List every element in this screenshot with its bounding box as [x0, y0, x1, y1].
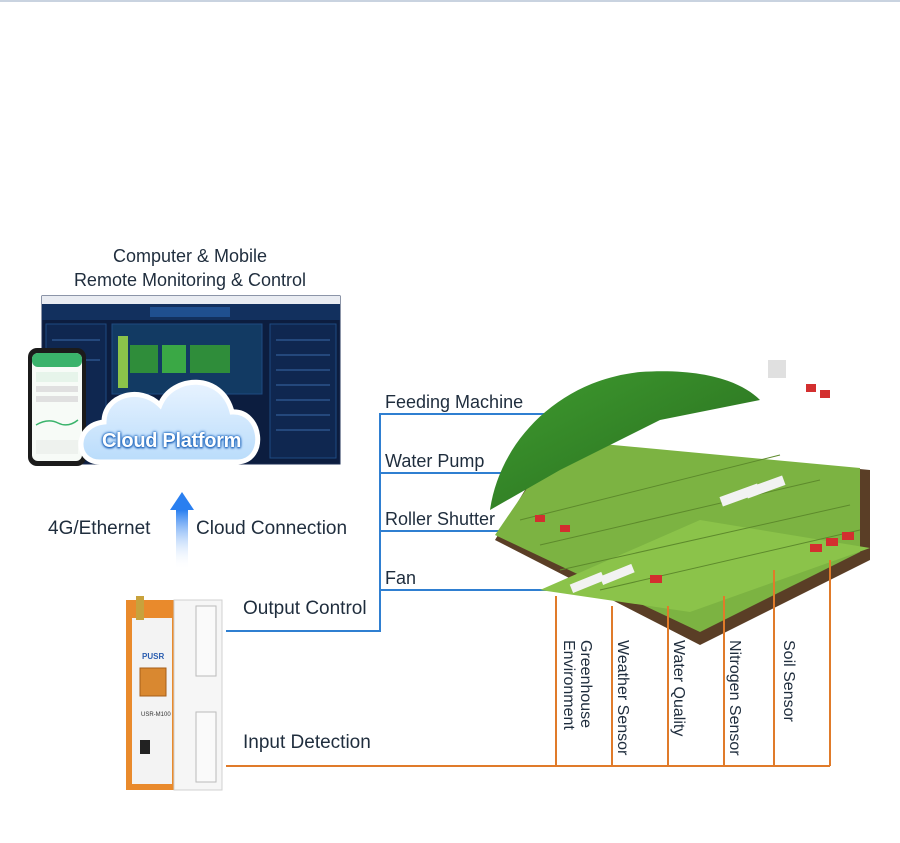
sensor-soil: Soil Sensor [780, 640, 797, 722]
input-detection-label: Input Detection [243, 732, 371, 753]
page-title: Computer & Mobile Remote Monitoring & Co… [40, 244, 340, 292]
device-model: USR-M100 [141, 712, 171, 718]
title-line-2: Remote Monitoring & Control [73, 270, 307, 290]
smartphone [28, 348, 86, 466]
usr-m100-device [126, 596, 223, 791]
top-divider [0, 0, 900, 2]
title-line-1: Computer & Mobile [112, 246, 268, 266]
connection-right-label: Cloud Connection [196, 518, 348, 539]
input-lines [226, 560, 831, 767]
connection-left-label: 4G/Ethernet [48, 518, 151, 539]
upload-arrow-icon [170, 492, 194, 570]
output-target-water-pump: Water Pump [385, 451, 485, 471]
output-target-feeding-machine: Feeding Machine [385, 392, 524, 412]
sensor-water-quality: Water Quality [670, 640, 687, 737]
output-target-fan: Fan [385, 568, 417, 588]
sensor-greenhouse-environment: Greenhouse Environment [560, 640, 594, 730]
device-brand: PUSR [142, 652, 165, 661]
sensor-weather: Weather Sensor [614, 640, 631, 756]
cloud-platform-icon [78, 379, 261, 465]
output-control-label: Output Control [243, 598, 367, 619]
output-target-roller-shutter: Roller Shutter [385, 509, 496, 529]
sensor-nitrogen: Nitrogen Sensor [726, 640, 743, 756]
cloud-platform-label: Cloud Platform [102, 430, 242, 452]
farm-illustration [490, 360, 870, 645]
